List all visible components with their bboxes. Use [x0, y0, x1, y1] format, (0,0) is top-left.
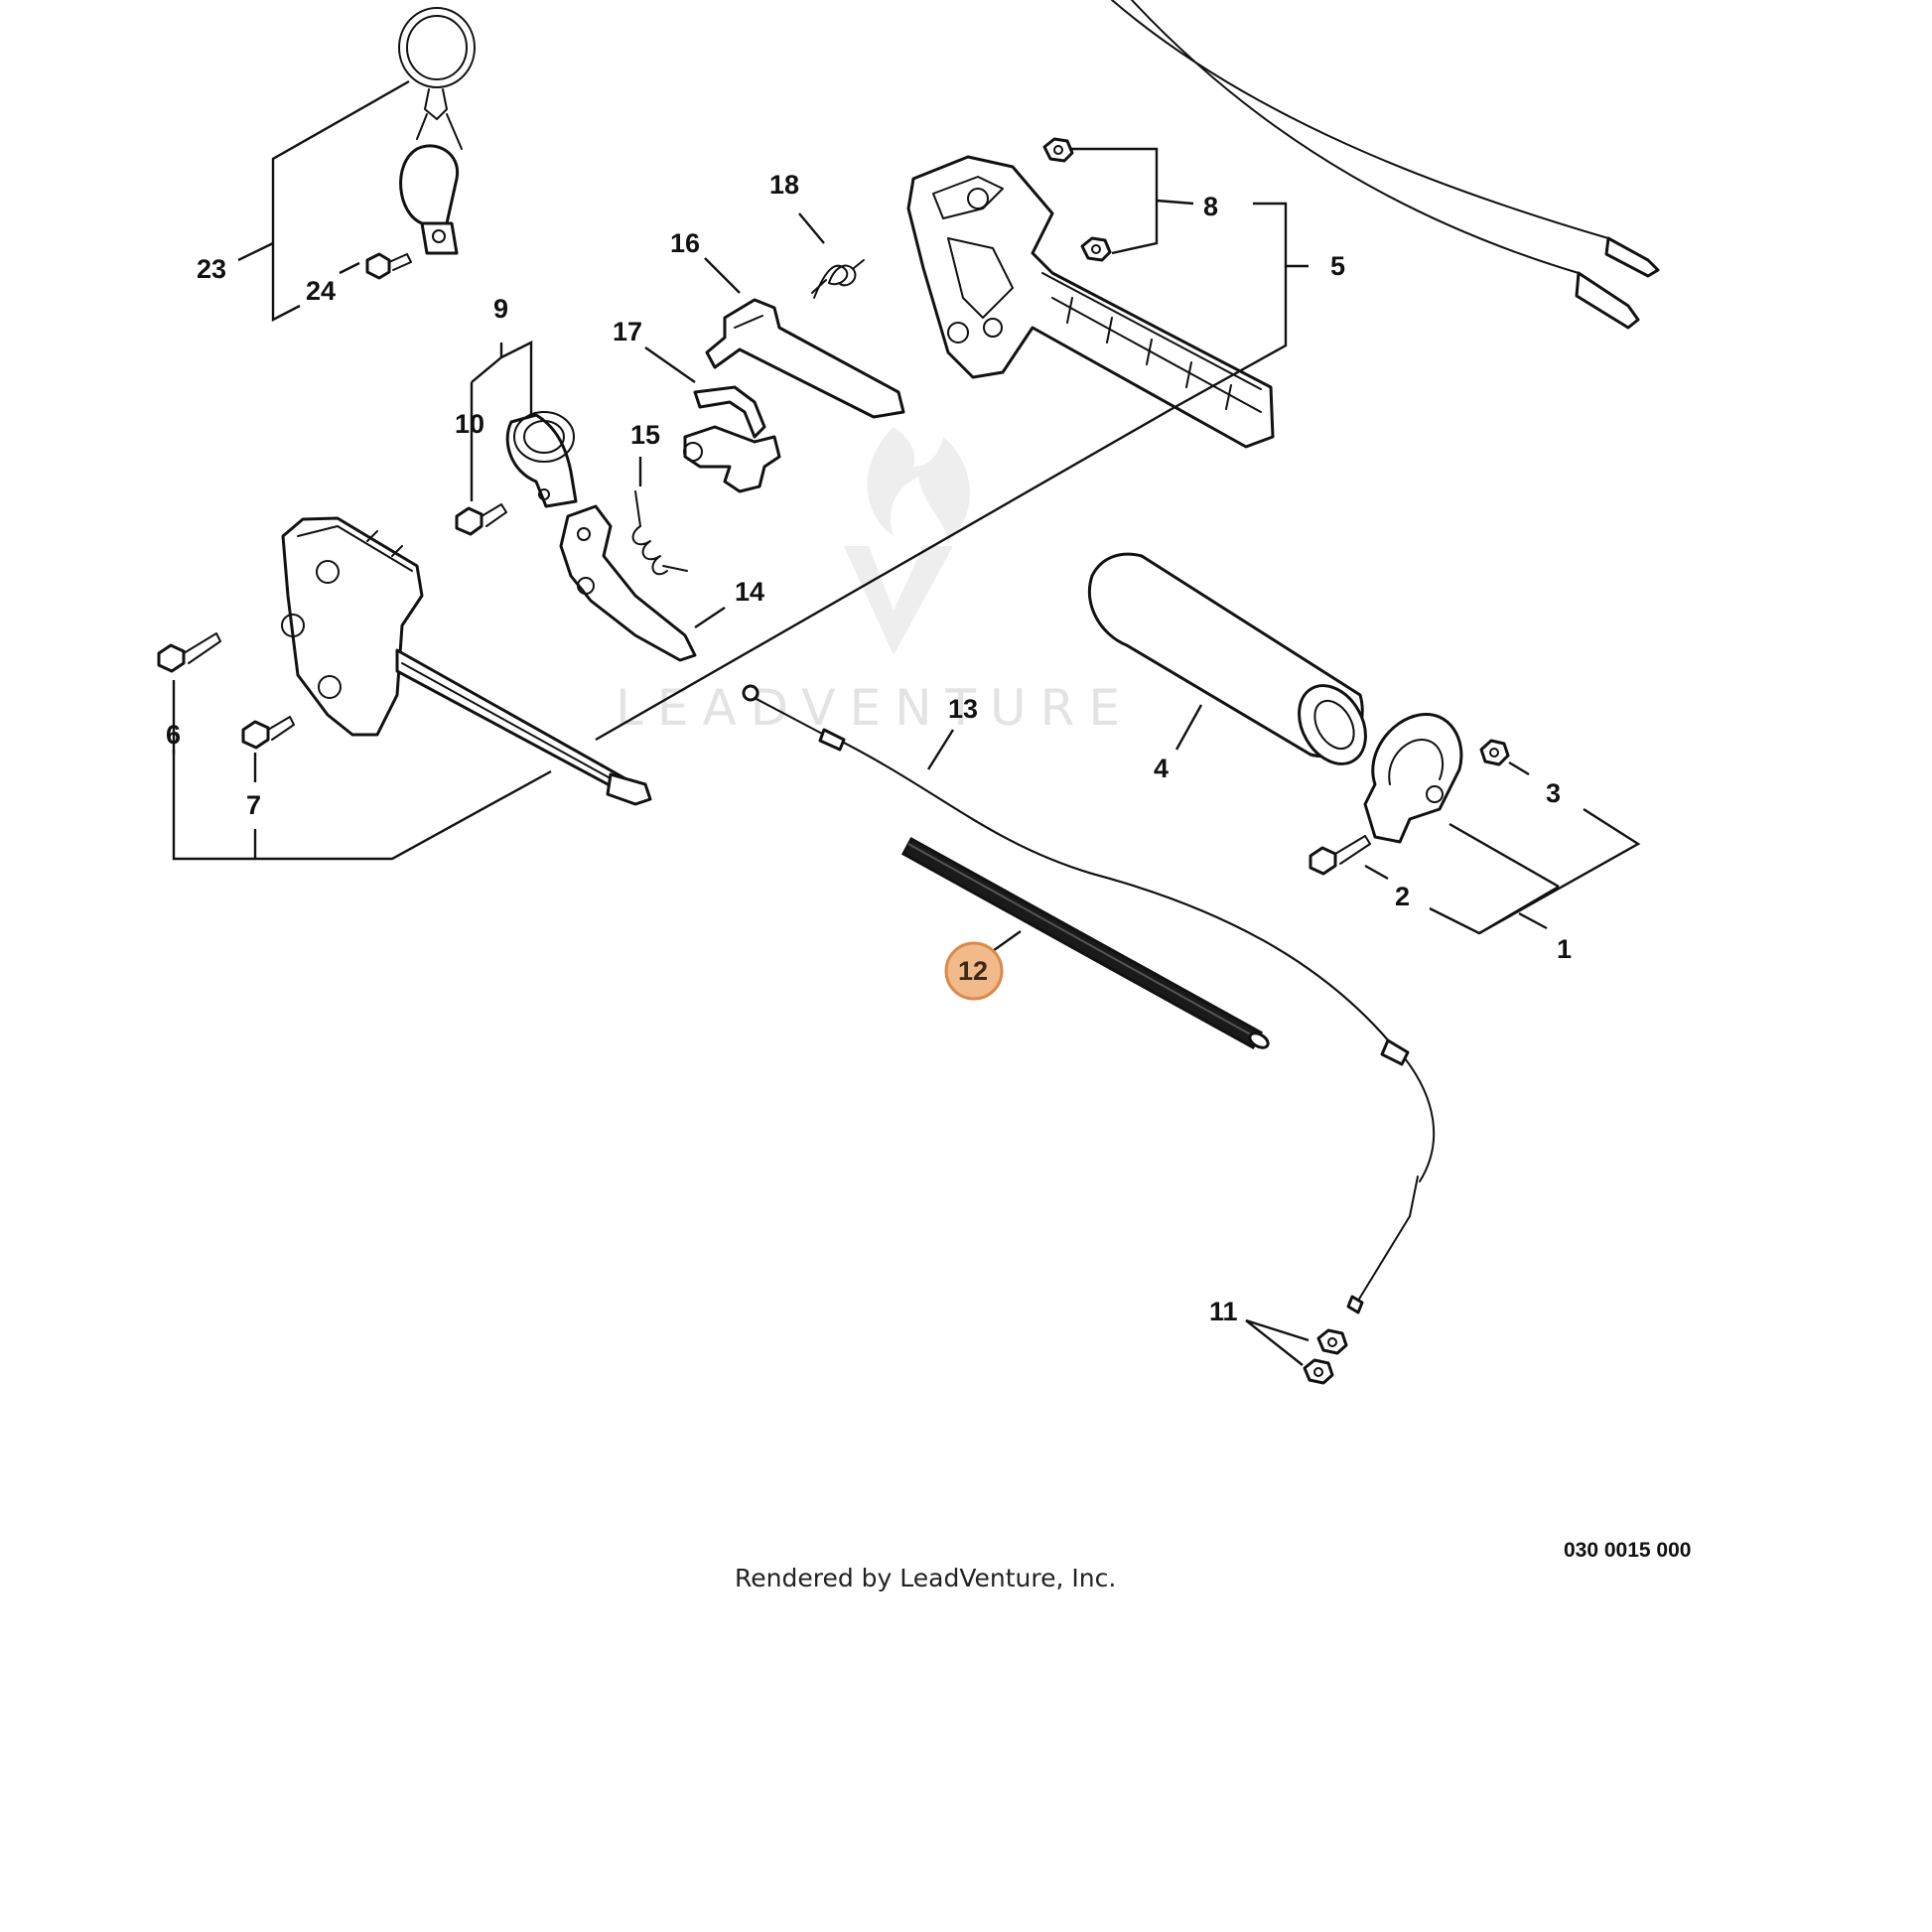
callouts: 23 24 9 10 18 16 17 15 14 8 5 6 7 4 13 3… — [166, 170, 1572, 1326]
part-14-lever[interactable] — [559, 504, 697, 662]
leader-lines — [172, 79, 1641, 1366]
part-16-trigger[interactable] — [705, 298, 905, 419]
part-23-hanger[interactable] — [398, 7, 476, 255]
part-15-spring[interactable] — [631, 490, 688, 576]
part-8-nuts[interactable] — [1042, 137, 1112, 262]
leader-23 — [271, 79, 410, 322]
callout-5[interactable]: 5 — [1330, 251, 1345, 281]
part-9-clamp[interactable] — [505, 411, 578, 508]
callout-16[interactable]: 16 — [670, 228, 700, 258]
part-6-screw[interactable] — [157, 632, 221, 673]
callout-17[interactable]: 17 — [613, 317, 642, 346]
part-17-latch[interactable] — [683, 385, 781, 493]
callout-18[interactable]: 18 — [769, 170, 799, 200]
callout-6[interactable]: 6 — [166, 720, 181, 750]
render-credit: Rendered by LeadVenture, Inc. — [735, 1564, 1116, 1592]
part-2-screw[interactable] — [1309, 835, 1371, 876]
callout-11[interactable]: 11 — [1209, 1297, 1238, 1326]
part-13-throttle-cable[interactable] — [742, 684, 1436, 1314]
callout-4[interactable]: 4 — [1154, 754, 1169, 783]
callout-8[interactable]: 8 — [1203, 192, 1218, 221]
part-24-bolt[interactable] — [365, 252, 412, 280]
callout-14[interactable]: 14 — [735, 577, 764, 607]
part-18-spring[interactable] — [811, 259, 865, 299]
callout-9[interactable]: 9 — [493, 294, 508, 324]
part-12-tube[interactable] — [900, 836, 1271, 1050]
part-11-nuts[interactable] — [1303, 1328, 1348, 1385]
part-5-handle-housing[interactable] — [906, 155, 1275, 449]
watermark-text: LEADVENTURE — [616, 679, 1134, 737]
callout-2[interactable]: 2 — [1395, 882, 1410, 911]
diagram-code: 030 0015 000 — [1564, 1539, 1691, 1562]
callout-1[interactable]: 1 — [1557, 934, 1572, 964]
callout-13[interactable]: 13 — [948, 694, 978, 724]
watermark: LEADVENTURE — [616, 427, 1134, 737]
callout-12[interactable]: 12 — [958, 956, 988, 986]
part-10-screw[interactable] — [455, 503, 507, 536]
callout-24[interactable]: 24 — [306, 276, 336, 306]
watermark-flame-icon — [867, 427, 970, 541]
part-7-screw[interactable] — [241, 716, 295, 750]
callout-23[interactable]: 23 — [197, 254, 226, 284]
watermark-v-icon — [844, 546, 953, 655]
part-1-left-housing[interactable] — [281, 516, 652, 806]
callout-15[interactable]: 15 — [630, 420, 660, 450]
callout-7[interactable]: 7 — [246, 790, 261, 820]
part-3-nut[interactable] — [1479, 739, 1510, 766]
part-3-grip-clamp[interactable] — [1363, 713, 1463, 844]
callout-3[interactable]: 3 — [1546, 778, 1561, 808]
callout-10[interactable]: 10 — [455, 409, 484, 439]
part-4-foam-grip[interactable] — [1087, 552, 1379, 775]
throttle-wires — [1111, 0, 1660, 330]
callout-12-highlight — [944, 941, 1004, 1001]
